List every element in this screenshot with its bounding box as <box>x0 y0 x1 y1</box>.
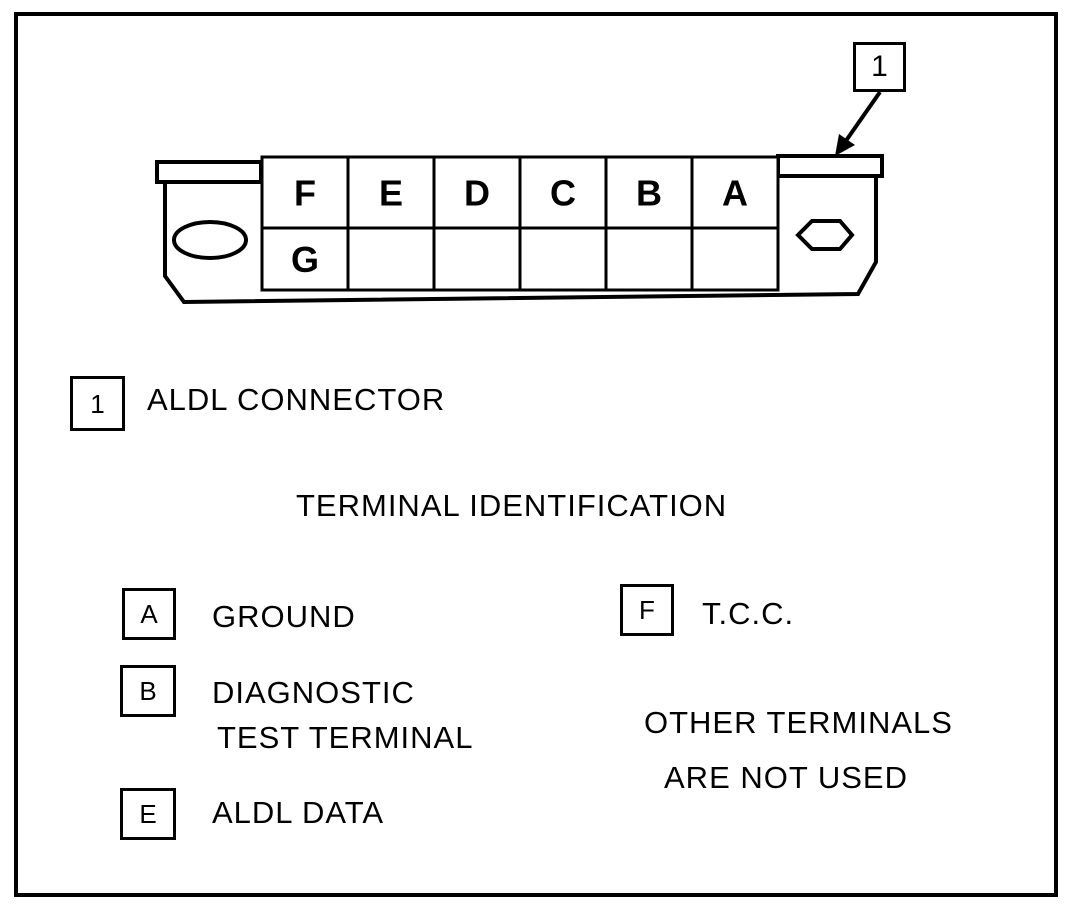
legend-number-box: 1 <box>70 376 125 431</box>
terminal-cell-r0-c5 <box>690 155 780 230</box>
terminal-label-c: C <box>550 173 576 214</box>
terminal-b-description-line2: TEST TERMINAL <box>217 720 474 755</box>
terminal-cell-r1-c2 <box>432 226 522 292</box>
legend-label: ALDL CONNECTOR <box>147 382 446 417</box>
terminal-cell-r1-c4 <box>604 226 694 292</box>
terminal-e-box: E <box>120 788 176 840</box>
right-key-hexagon <box>795 219 855 251</box>
connector-right-flange <box>776 154 884 178</box>
diagram-frame <box>14 12 1058 897</box>
terminal-f-description: T.C.C. <box>702 596 795 631</box>
terminal-cell-r1-c3 <box>518 226 608 292</box>
callout-box: 1 <box>853 42 906 92</box>
terminal-cell-r1-c0 <box>260 226 350 292</box>
terminal-label-g: G <box>291 239 319 280</box>
terminal-grid: F E D C B A G <box>260 155 780 292</box>
terminal-e-description: ALDL DATA <box>212 795 385 830</box>
callout-arrow-line <box>841 90 882 147</box>
terminal-cell-r0-c2 <box>432 155 522 230</box>
note-line1: OTHER TERMINALS <box>644 705 953 740</box>
terminal-f-letter: F <box>639 595 655 625</box>
terminal-b-box: B <box>120 665 176 717</box>
terminal-b-letter: B <box>139 676 157 706</box>
terminal-label-b: B <box>636 173 662 214</box>
terminal-label-d: D <box>464 173 490 214</box>
left-key-oval <box>172 220 248 260</box>
terminal-a-letter: A <box>140 599 158 629</box>
terminal-cell-r0-c0 <box>260 155 350 230</box>
terminal-e-letter: E <box>139 799 157 829</box>
terminal-f-box: F <box>620 584 674 636</box>
terminal-cell-r1-c1 <box>346 226 436 292</box>
terminal-label-a: A <box>722 173 748 214</box>
terminal-b-description-line1: DIAGNOSTIC <box>212 675 415 710</box>
section-title: TERMINAL IDENTIFICATION <box>296 488 728 523</box>
terminal-cell-r0-c3 <box>518 155 608 230</box>
terminal-a-box: A <box>122 588 176 640</box>
legend-number: 1 <box>90 388 105 419</box>
callout-arrow-head <box>835 134 855 156</box>
callout-number: 1 <box>871 50 888 83</box>
terminal-cell-r1-c5 <box>690 226 780 292</box>
terminal-label-e: E <box>379 173 403 214</box>
note-line2: ARE NOT USED <box>664 760 908 795</box>
terminal-label-f: F <box>294 173 316 214</box>
connector-body <box>163 176 878 305</box>
terminal-a-description: GROUND <box>212 599 356 634</box>
connector-left-flange <box>155 160 263 184</box>
